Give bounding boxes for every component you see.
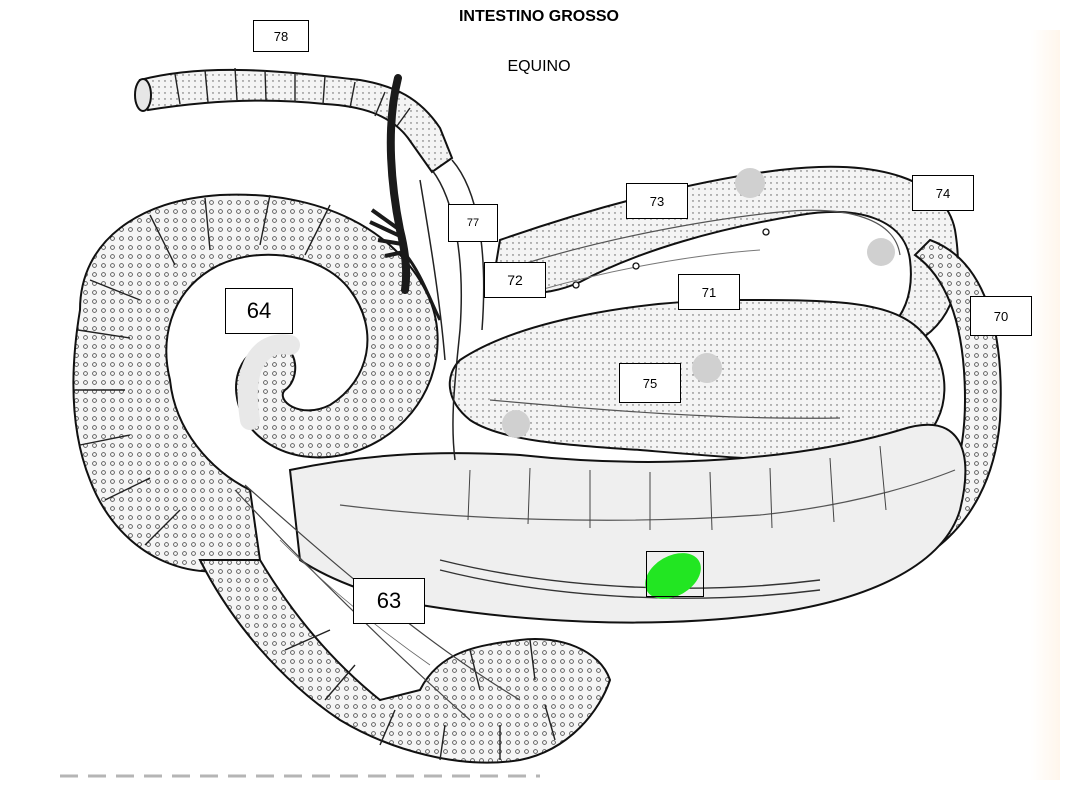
small-colon [134, 67, 454, 174]
scan-edge-tint [1030, 30, 1060, 780]
diagram-title: INTESTINO GROSSO [458, 8, 619, 25]
label-75: 75 [619, 363, 681, 403]
label-74: 74 [912, 175, 974, 211]
diagram-subtitle: EQUINO [507, 58, 571, 75]
highlighted-label-box [646, 551, 704, 597]
label-70: 70 [970, 296, 1032, 336]
label-78: 78 [253, 20, 309, 52]
caecum-apex [198, 484, 612, 764]
highlight-marker [645, 553, 701, 599]
lower-colon-band [288, 423, 967, 624]
label-64: 64 [225, 288, 293, 334]
ventral-colon [448, 168, 946, 461]
label-71: 71 [678, 274, 740, 310]
label-72: 72 [484, 262, 546, 298]
label-73: 73 [626, 183, 688, 219]
label-77: 77 [448, 204, 498, 242]
label-63: 63 [353, 578, 425, 624]
